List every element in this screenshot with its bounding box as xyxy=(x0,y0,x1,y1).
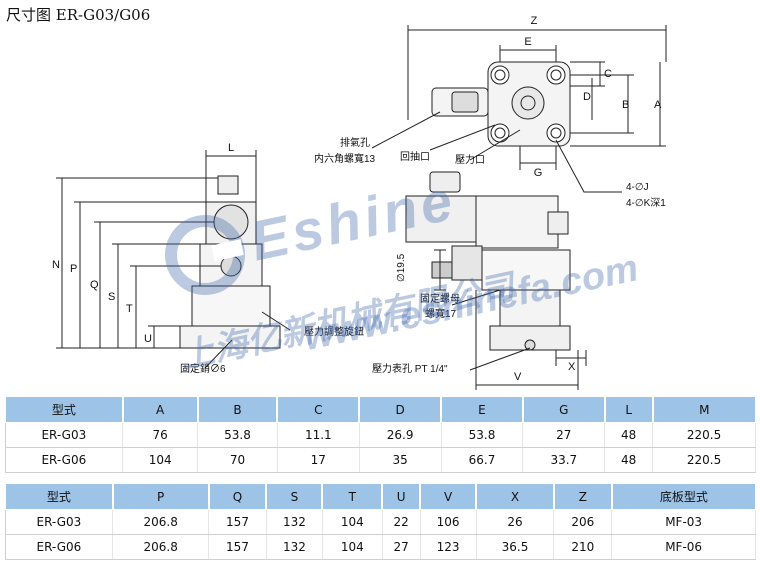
header-cell: E xyxy=(440,396,524,423)
eshine-logo-mark xyxy=(165,215,245,295)
header-cell: A xyxy=(121,396,199,423)
header-cell: L xyxy=(603,396,654,423)
callout-gauge-port: 壓力表孔 PT 1/4" xyxy=(372,362,448,375)
side-view xyxy=(56,150,291,369)
table-cell: 157 xyxy=(208,509,267,535)
table-cell: 132 xyxy=(266,534,323,560)
dim-label-g: G xyxy=(534,167,543,179)
table-row: ER-G03 206.8 157 132 104 22 106 26 206 M… xyxy=(4,509,756,535)
dim-label-v: V xyxy=(514,371,522,383)
table-cell: 206.8 xyxy=(112,534,210,560)
dim-label-x: X xyxy=(568,361,576,373)
header-cell: T xyxy=(321,483,383,510)
dim-label-p: P xyxy=(70,263,77,275)
header-cell: M xyxy=(651,396,756,423)
front-view xyxy=(405,171,587,390)
dim-label-c: C xyxy=(604,68,612,80)
header-cell: 底板型式 xyxy=(610,483,756,510)
table-cell: 22 xyxy=(382,509,421,535)
table-cell: 48 xyxy=(604,447,654,473)
header-cell: 型式 xyxy=(4,396,124,423)
table-row: ER-G06 104 70 17 35 66.7 33.7 48 220.5 xyxy=(4,447,756,473)
header-cell: Z xyxy=(552,483,613,510)
table-cell: 123 xyxy=(420,534,477,560)
dim-label-a: A xyxy=(654,99,662,111)
table-cell: ER-G06 xyxy=(4,534,114,560)
callout-return-port: 回抽口 xyxy=(400,150,430,163)
table-cell: 104 xyxy=(122,447,199,473)
table-cell: 157 xyxy=(208,534,267,560)
callout-bolt-k: 4-∅K深1 xyxy=(626,197,666,209)
table-cell: 48 xyxy=(604,422,654,448)
dim-label-q: Q xyxy=(90,279,99,291)
table-row: ER-G03 76 53.8 11.1 26.9 53.8 27 48 220.… xyxy=(4,422,756,448)
dim-label-d: D xyxy=(583,91,591,103)
callout-hex-nut: 内六角螺寬13 xyxy=(314,152,376,165)
table-header-row: 型式 P Q S T U V X Z 底板型式 xyxy=(4,483,756,510)
table-cell: 27 xyxy=(382,534,421,560)
table-cell: 70 xyxy=(197,447,278,473)
table-header-row: 型式 A B C D E G L M xyxy=(4,396,756,423)
table-cell: 220.5 xyxy=(652,447,756,473)
table-cell: ER-G03 xyxy=(4,422,124,448)
header-cell: C xyxy=(276,396,360,423)
header-cell: V xyxy=(419,483,477,510)
header-cell: 型式 xyxy=(4,483,114,510)
table-cell: 206 xyxy=(553,509,613,535)
table-cell: 104 xyxy=(322,509,383,535)
top-view xyxy=(371,25,667,193)
table-cell: 206.8 xyxy=(112,509,210,535)
table-cell: 132 xyxy=(266,509,323,535)
dim-label-t: T xyxy=(126,303,133,315)
table-cell: 76 xyxy=(122,422,199,448)
callout-locating-pin: 固定銷∅6 xyxy=(180,362,226,375)
header-cell: S xyxy=(265,483,323,510)
table-cell: 35 xyxy=(359,447,442,473)
table-cell: 26.9 xyxy=(359,422,442,448)
dim-label-u: U xyxy=(144,333,152,345)
dim-label-b: B xyxy=(622,99,629,111)
table-row: ER-G06 206.8 157 132 104 27 123 36.5 210… xyxy=(4,534,756,560)
header-cell: P xyxy=(111,483,210,510)
table-cell: 11.1 xyxy=(277,422,360,448)
callout-pressure-port: 壓力口 xyxy=(455,153,485,166)
header-cell: X xyxy=(475,483,555,510)
table-cell: 17 xyxy=(277,447,360,473)
dim-label-e: E xyxy=(524,36,531,48)
table-cell: 53.8 xyxy=(441,422,524,448)
callout-exhaust-hole: 排氣孔 xyxy=(340,136,370,149)
dim-label-l: L xyxy=(228,142,234,154)
callout-pressure-adjust-knob: 壓力調整旋鈕 xyxy=(304,325,364,338)
header-cell: B xyxy=(196,396,278,423)
dim-label-z: Z xyxy=(531,15,538,27)
table-cell: 104 xyxy=(322,534,383,560)
table-cell: 53.8 xyxy=(197,422,278,448)
header-cell: U xyxy=(381,483,421,510)
table-cell: 106 xyxy=(420,509,477,535)
table-cell: 36.5 xyxy=(476,534,555,560)
table-cell: 210 xyxy=(553,534,613,560)
spec-table-1: 型式 A B C D E G L M ER-G03 76 53.8 11.1 2… xyxy=(4,396,756,473)
dimension-drawing: Z E C D B A G L N P Q S T U X V 排氣孔 内六角螺… xyxy=(52,15,667,390)
dim-label-s: S xyxy=(108,291,115,303)
callout-nut-width: 螺寬17 xyxy=(425,307,457,320)
page-title: 尺寸图 ER-G03/G06 xyxy=(6,6,151,24)
header-cell: Q xyxy=(207,483,267,510)
table-cell: 27 xyxy=(522,422,606,448)
callout-fixed-nut: 固定螺母 xyxy=(420,292,460,305)
dim-label-n: N xyxy=(52,259,60,271)
spec-table-2: 型式 P Q S T U V X Z 底板型式 ER-G03 206.8 157… xyxy=(4,483,756,560)
table-cell: ER-G03 xyxy=(4,509,114,535)
table-cell: 220.5 xyxy=(652,422,756,448)
header-cell: D xyxy=(358,396,442,423)
table-cell: 26 xyxy=(476,509,555,535)
table-cell: ER-G06 xyxy=(4,447,124,473)
table-cell: 66.7 xyxy=(441,447,524,473)
callout-bolt-j: 4-∅J xyxy=(626,182,649,193)
callout-dia-19-5: ∅19.5 xyxy=(396,253,407,282)
header-cell: G xyxy=(521,396,606,423)
table-cell: MF-03 xyxy=(611,509,756,535)
table-cell: 33.7 xyxy=(522,447,606,473)
table-cell: MF-06 xyxy=(611,534,756,560)
